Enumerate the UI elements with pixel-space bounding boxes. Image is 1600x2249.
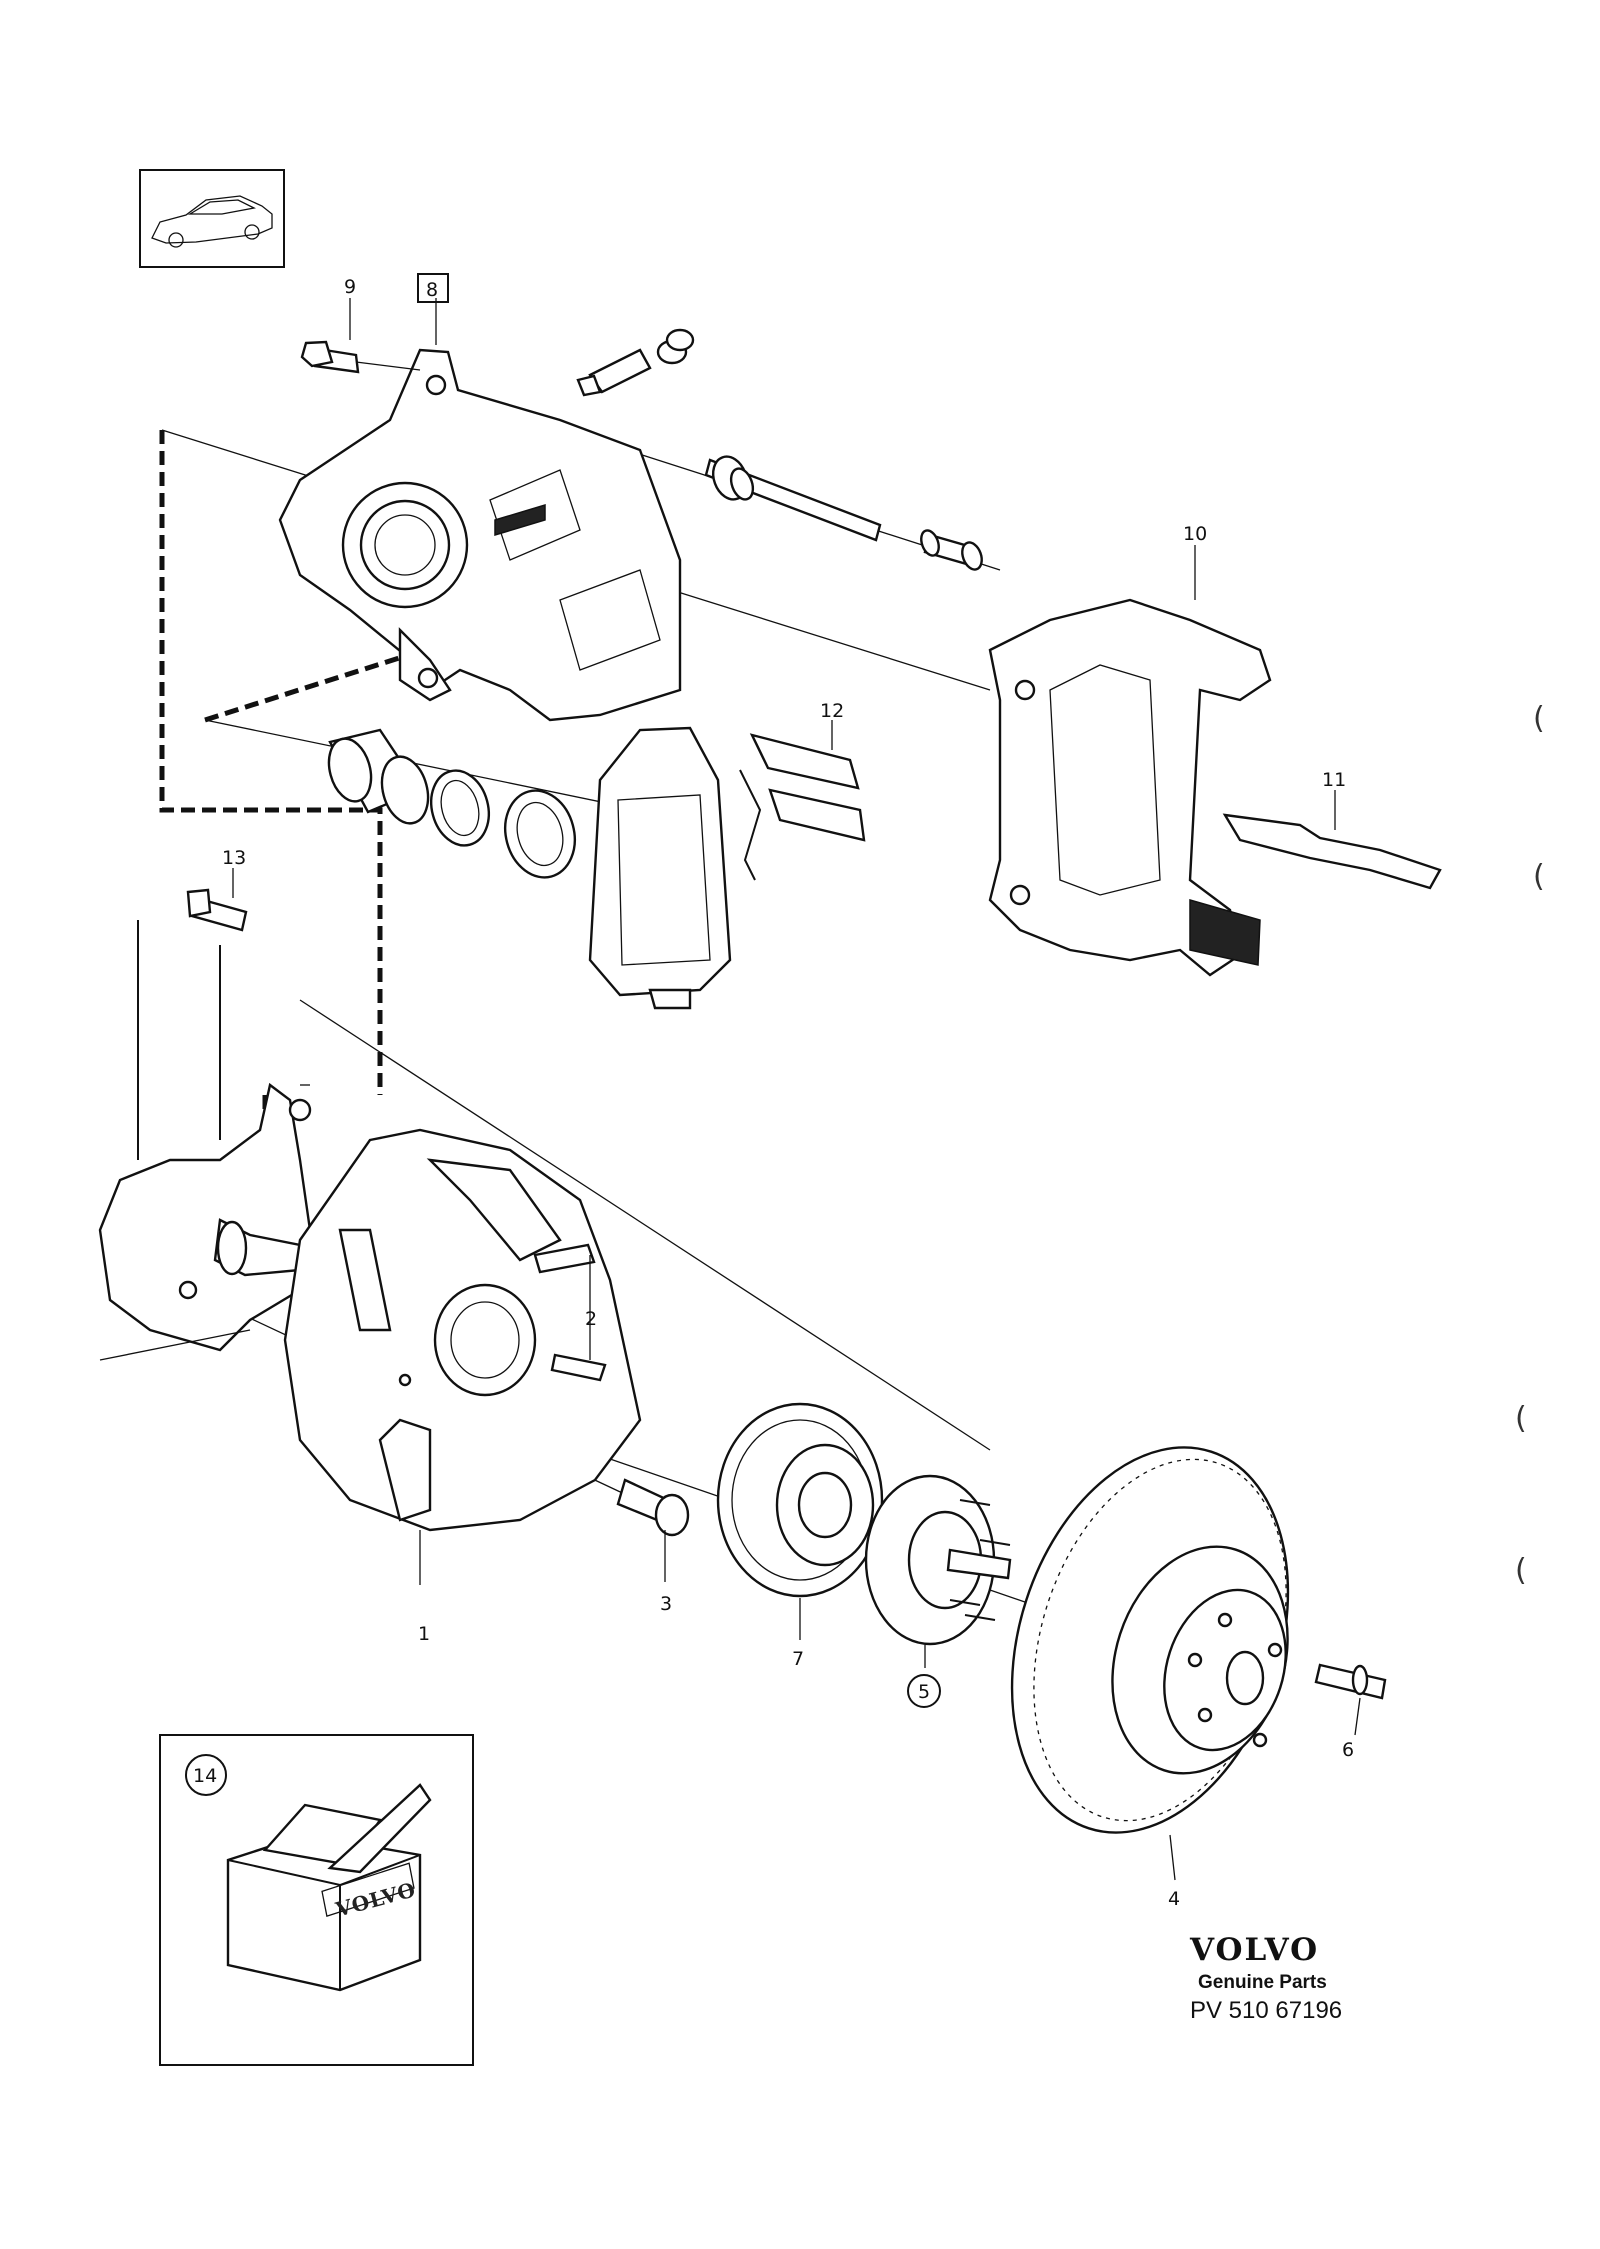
bleeder-screw xyxy=(576,328,695,397)
callout-9: 9 xyxy=(344,276,356,298)
callout-1: 1 xyxy=(418,1623,430,1645)
footer-brand-block: VOLVO Genuine Parts PV 510 67196 xyxy=(1189,1932,1342,2024)
margin-mark: ( xyxy=(1533,701,1545,736)
bracket-bolt xyxy=(186,888,248,932)
brand-logo: VOLVO xyxy=(1189,1932,1319,1968)
wheel-stud xyxy=(1314,1663,1387,1700)
margin-mark: ( xyxy=(1515,1401,1527,1436)
callout-2: 2 xyxy=(585,1308,597,1330)
piston-and-seals xyxy=(327,728,576,879)
margin-mark: ( xyxy=(1533,859,1545,894)
callout-3: 3 xyxy=(660,1593,672,1615)
shield-bolt xyxy=(616,1478,690,1537)
brand-subtitle: Genuine Parts xyxy=(1198,1972,1327,1993)
callout-7: 7 xyxy=(792,1648,804,1670)
callout-14: 14 xyxy=(193,1765,217,1787)
brake-splash-shield xyxy=(283,1128,642,1532)
hardware-kit-box xyxy=(159,1734,474,2066)
part-code: PV 510 67196 xyxy=(1190,1997,1342,2024)
callout-4: 4 xyxy=(1168,1888,1180,1910)
shield-pins xyxy=(533,1243,607,1382)
abs-sensor-ring xyxy=(716,1402,884,1598)
anti-rattle-clip xyxy=(749,733,866,842)
callout-8: 8 xyxy=(426,279,438,301)
callout-10: 10 xyxy=(1183,523,1207,545)
margin-mark: ( xyxy=(1515,1553,1527,1588)
brake-caliper-housing xyxy=(278,348,682,722)
callout-leaders xyxy=(232,298,1361,1881)
vehicle-thumbnail xyxy=(139,169,285,268)
callout-12: 12 xyxy=(820,700,844,722)
brake-pad xyxy=(588,726,762,1010)
wheel-hub xyxy=(864,1474,1012,1646)
callout-13: 13 xyxy=(222,847,246,869)
caliper-bolt xyxy=(300,340,421,374)
callout-6: 6 xyxy=(1342,1739,1354,1761)
callout-11: 11 xyxy=(1322,769,1346,791)
brake-disc xyxy=(1010,1446,1290,1834)
callout-5: 5 xyxy=(918,1681,930,1703)
pad-retaining-spring xyxy=(1222,813,1442,890)
caliper-carrier-bracket xyxy=(988,598,1272,977)
steering-knuckle xyxy=(98,920,312,1361)
margin-marks: ( ( ( ( xyxy=(1515,701,1545,1588)
callout-labels: 1 2 3 4 6 7 9 10 11 12 13 8 5 14 xyxy=(185,273,1354,1910)
guide-pin-assembly xyxy=(704,455,983,571)
